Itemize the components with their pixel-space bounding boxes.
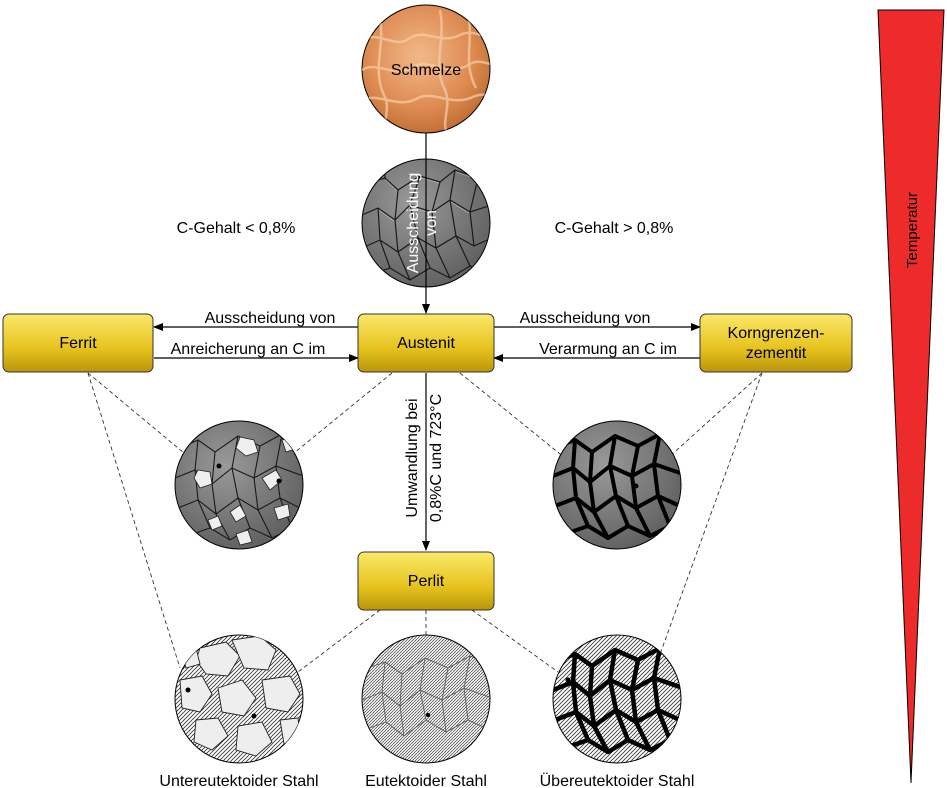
condition-right: C-Gehalt > 0,8%	[555, 220, 674, 237]
condition-left: C-Gehalt < 0,8%	[177, 220, 296, 237]
label-right-top: Ausscheidung von	[520, 310, 651, 327]
label-right-bottom: Verarmung an C im	[539, 341, 677, 358]
perlit-label: Perlit	[408, 573, 445, 590]
temperature-triangle	[877, 9, 945, 784]
caption-eutektoid: Eutektoider Stahl	[365, 773, 487, 788]
ferrite-austenite-grain-icon	[174, 420, 304, 550]
vertical-label-von: von	[423, 210, 440, 236]
hypoeutectoid-structure-icon	[174, 634, 304, 764]
austenit-label: Austenit	[397, 335, 455, 352]
schmelze-label: Schmelze	[391, 62, 461, 79]
dashed-connectors	[87, 372, 763, 673]
vertical-label-umwandlung-line2: 0,8%C und 723°C	[428, 394, 445, 522]
temperature-label: Temperatur	[904, 192, 921, 268]
label-left-top: Ausscheidung von	[205, 310, 336, 327]
eutectoid-structure-icon	[361, 634, 491, 764]
korngrenzenzementit-label-line2: zementit	[746, 345, 807, 362]
caption-untereutektoid: Untereutektoider Stahl	[159, 773, 318, 788]
perlit-box	[357, 551, 495, 611]
melt-texture-icon	[361, 4, 491, 134]
austenit-box	[357, 313, 495, 373]
label-left-bottom: Anreicherung an C im	[171, 341, 326, 358]
korngrenzenzementit-box	[699, 313, 853, 373]
hypereutectoid-structure-icon	[552, 634, 682, 764]
ferrit-label: Ferrit	[59, 335, 97, 352]
ferrit-box	[2, 313, 154, 373]
korngrenzenzementit-label-line1: Korngrenzen-	[728, 325, 825, 342]
vertical-label-umwandlung-line1: Umwandlung bei	[404, 398, 421, 517]
caption-uebereutektoid: Übereutektoider Stahl	[540, 772, 695, 788]
cementite-austenite-grain-icon	[552, 420, 682, 550]
vertical-label-ausscheidung: Ausscheidung	[405, 173, 422, 274]
